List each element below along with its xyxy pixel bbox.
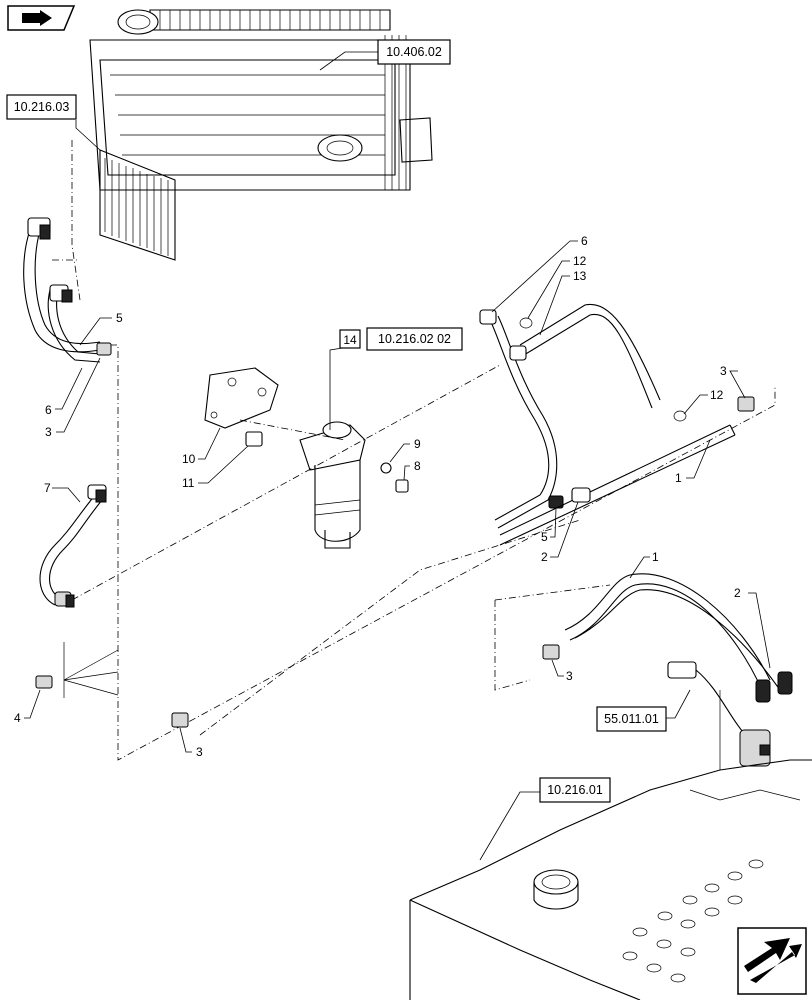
sensor-harness (667, 661, 771, 767)
ref-cooler[interactable]: 10.216.03 (6, 94, 101, 151)
svg-text:1: 1 (675, 471, 682, 485)
ref-sensor[interactable]: 55.011.01 (596, 689, 691, 732)
callout-12-top[interactable]: 12 (527, 254, 587, 319)
callout-9[interactable]: 9 (389, 437, 421, 463)
svg-text:3: 3 (45, 425, 52, 439)
svg-text:11: 11 (182, 476, 195, 490)
svg-text:10: 10 (182, 452, 196, 466)
svg-text:8: 8 (414, 459, 421, 473)
svg-text:2: 2 (541, 550, 548, 564)
svg-text:6: 6 (45, 403, 52, 417)
svg-text:5: 5 (541, 530, 548, 544)
callout-13[interactable]: 13 (539, 269, 587, 336)
svg-text:4: 4 (14, 711, 21, 725)
left-fuel-hoses (23, 217, 112, 363)
svg-text:10.216.02 02: 10.216.02 02 (378, 332, 451, 346)
radiator-assembly (89, 9, 433, 191)
callout-3-left[interactable]: 3 (45, 357, 101, 439)
callout-2-top[interactable]: 2 (541, 501, 579, 564)
svg-text:9: 9 (414, 437, 421, 451)
callout-3-right-bottom[interactable]: 3 (551, 659, 573, 683)
callout-2-bottom[interactable]: 2 (734, 586, 771, 669)
filter-bracket (204, 367, 279, 447)
callout-12-right[interactable]: 12 (683, 388, 724, 415)
ref-radiator[interactable]: 10.406.02 (319, 39, 451, 71)
callout-4[interactable]: 4 (14, 689, 41, 725)
ref-tank[interactable]: 10.216.01 (479, 777, 611, 861)
svg-text:10.216.03: 10.216.03 (14, 100, 70, 114)
callout-11[interactable]: 11 (182, 445, 249, 490)
callout-1-top[interactable]: 1 (675, 439, 711, 485)
svg-text:7: 7 (44, 481, 51, 495)
svg-text:12: 12 (710, 388, 724, 402)
callout-1-bottom[interactable]: 1 (629, 550, 659, 579)
svg-text:2: 2 (734, 586, 741, 600)
svg-text:12: 12 (573, 254, 587, 268)
ref-filter[interactable]: 10.216.02 02 (366, 327, 463, 351)
svg-text:13: 13 (573, 269, 587, 283)
callout-3-right-top[interactable]: 3 (720, 364, 746, 399)
callout-5-right[interactable]: 5 (541, 507, 557, 544)
svg-text:55.011.01: 55.011.01 (604, 712, 659, 726)
svg-text:1: 1 (652, 550, 659, 564)
svg-text:3: 3 (720, 364, 727, 378)
svg-text:6: 6 (581, 234, 588, 248)
callout-6-left[interactable]: 6 (45, 367, 83, 417)
callout-5-left[interactable]: 5 (79, 311, 123, 346)
svg-text:3: 3 (566, 669, 573, 683)
flat-arrow-icon[interactable] (7, 5, 76, 31)
svg-text:5: 5 (116, 311, 123, 325)
callout-7[interactable]: 7 (44, 481, 81, 503)
callout-14[interactable]: 14 (329, 329, 361, 430)
lower-pipes (564, 573, 793, 703)
tank-embossing (622, 859, 764, 983)
callout-3-bottom[interactable]: 3 (179, 727, 203, 759)
oil-cooler-core (99, 149, 176, 261)
clip-4 (35, 642, 119, 698)
connection-lines (52, 140, 776, 761)
callout-8[interactable]: 8 (403, 459, 421, 481)
fuel-filter (299, 421, 409, 549)
fuel-tank (409, 690, 812, 1000)
right-fuel-pipes (479, 303, 736, 546)
svg-text:3: 3 (196, 745, 203, 759)
svg-text:10.406.02: 10.406.02 (386, 45, 442, 59)
page-next-arrow-icon[interactable] (737, 927, 807, 995)
clamp-3-group (171, 396, 755, 728)
callout-10[interactable]: 10 (182, 427, 221, 466)
hose-7 (39, 484, 107, 608)
callout-6-right[interactable]: 6 (491, 234, 588, 313)
svg-text:10.216.01: 10.216.01 (547, 783, 603, 797)
svg-text:14: 14 (343, 333, 357, 347)
